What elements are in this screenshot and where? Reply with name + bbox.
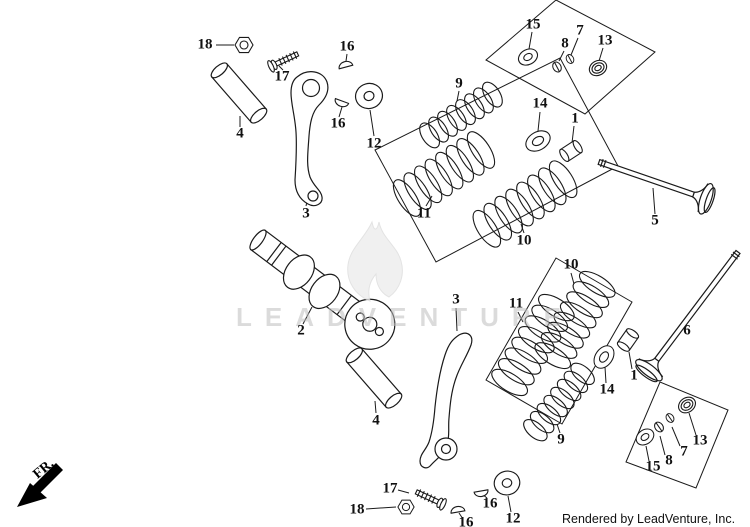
box-top-right	[485, 0, 656, 115]
callout-10-top: 10	[516, 232, 532, 249]
callout-17-bottom: 17	[382, 480, 398, 497]
callout-13-bottom: 13	[692, 432, 708, 449]
callout-8-top: 8	[561, 35, 569, 52]
callout-4-top: 4	[236, 125, 244, 142]
camshaft-2	[249, 229, 396, 350]
callout-18-top: 18	[197, 36, 213, 53]
callout-16-top-a: 16	[339, 38, 355, 55]
callout-9-bottom: 9	[557, 431, 565, 448]
callout-1-top: 1	[571, 110, 579, 127]
callout-3-bottom: 3	[452, 291, 460, 308]
callout-14-top: 14	[532, 95, 548, 112]
callout-14-bottom: 14	[599, 381, 615, 398]
callout-9-top: 9	[455, 75, 463, 92]
callout-7-top: 7	[576, 22, 584, 39]
callout-1-bottom: 1	[630, 367, 638, 384]
callout-11-bottom: 11	[508, 295, 524, 312]
callout-12-bottom: 12	[505, 510, 521, 527]
callout-3-top: 3	[302, 205, 310, 222]
rocker-arm-3-bottom	[419, 332, 473, 469]
callout-18-bottom: 18	[349, 501, 365, 518]
callout-5: 5	[651, 212, 659, 229]
callout-12-top: 12	[366, 135, 382, 152]
valve-6	[635, 249, 741, 383]
callout-8-bottom: 8	[665, 452, 673, 469]
rocker-arm-3-top	[290, 71, 329, 207]
callout-2: 2	[297, 322, 305, 339]
callout-4-bottom: 4	[372, 412, 380, 429]
leader-lines	[216, 31, 697, 520]
callout-16-bottom-a: 16	[482, 495, 498, 512]
callout-15-bottom: 15	[645, 458, 661, 475]
callout-16-bottom-b: 16	[458, 514, 474, 527]
callout-16-top-b: 16	[330, 115, 346, 132]
render-credit: Rendered by LeadVenture, Inc.	[562, 512, 736, 526]
box-springs-bottom	[485, 257, 633, 425]
callout-15-top: 15	[525, 16, 541, 33]
callout-6: 6	[683, 322, 691, 339]
callout-11-top: 11	[416, 205, 432, 222]
fr-arrow	[17, 463, 63, 507]
box-bottom-right	[625, 381, 729, 489]
callout-13-top: 13	[597, 32, 613, 49]
valve-5	[597, 158, 716, 215]
callout-10-bottom: 10	[563, 256, 579, 273]
callout-7-bottom: 7	[680, 443, 688, 460]
callout-17-top: 17	[274, 68, 290, 85]
